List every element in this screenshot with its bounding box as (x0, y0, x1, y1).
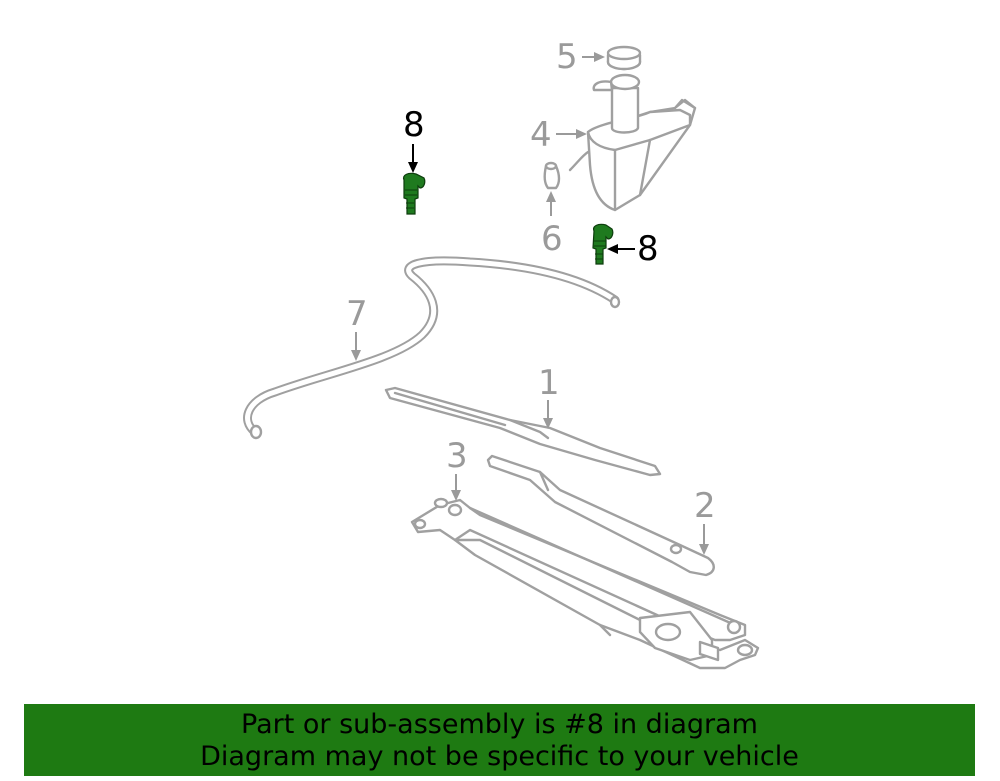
wiper-linkage-part-3 (410, 497, 760, 670)
svg-text:5: 5 (556, 37, 578, 77)
svg-text:4: 4 (530, 115, 552, 155)
callout-1: 1 (538, 363, 560, 429)
svg-text:7: 7 (346, 294, 368, 334)
svg-text:2: 2 (694, 486, 716, 526)
washer-hose-part-7 (243, 256, 621, 440)
wiper-arm-part-2 (486, 454, 715, 577)
callout-6: 6 (541, 191, 563, 259)
reservoir-cap-part-5 (606, 45, 642, 71)
svg-text:8: 8 (403, 105, 425, 145)
callout-8-b: 8 (607, 229, 659, 269)
callout-8-a: 8 (403, 105, 425, 173)
svg-text:6: 6 (541, 219, 563, 259)
svg-text:8: 8 (637, 229, 659, 269)
callout-2: 2 (694, 486, 716, 555)
callout-4: 4 (530, 115, 587, 155)
washer-nozzle-part-8-b[interactable] (592, 223, 614, 265)
info-banner: Part or sub-assembly is #8 in diagram Di… (24, 704, 975, 776)
banner-line-2: Diagram may not be specific to your vehi… (200, 741, 799, 772)
washer-reservoir-part-4 (568, 73, 697, 212)
svg-text:1: 1 (538, 363, 560, 403)
banner-line-1: Part or sub-assembly is #8 in diagram (241, 709, 758, 740)
pump-grommet-part-6 (543, 161, 561, 190)
washer-nozzle-part-8-a[interactable] (403, 172, 426, 215)
callout-5: 5 (556, 37, 605, 77)
callout-3: 3 (446, 436, 468, 501)
parts-diagram: 1 2 3 4 5 6 7 8 8 (243, 37, 760, 670)
svg-text:3: 3 (446, 436, 468, 476)
callout-7: 7 (346, 294, 368, 361)
wiper-blade-part-1 (384, 386, 662, 477)
